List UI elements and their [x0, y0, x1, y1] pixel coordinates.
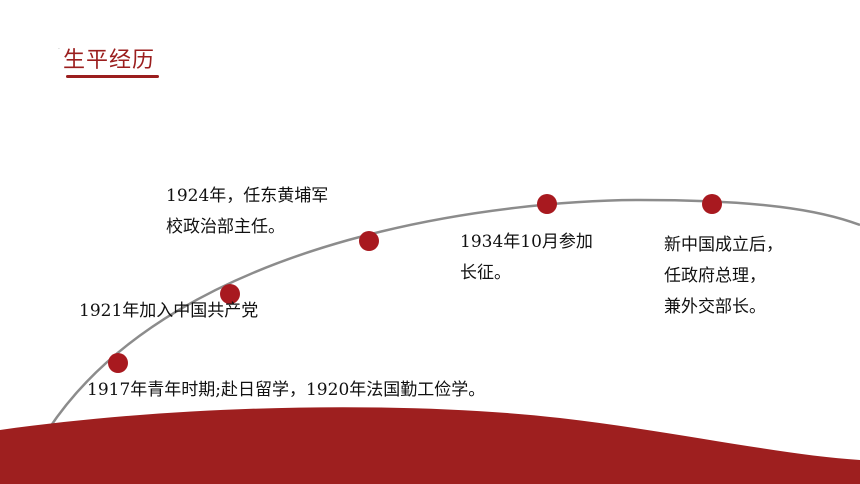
event-line: 1924年，任东黄埔军	[166, 186, 329, 206]
event-1921: 1921年加入中国共产党	[79, 296, 258, 327]
event-1949: 新中国成立后， 任政府总理， 兼外交部长。	[664, 230, 783, 323]
event-line: 校政治部主任。	[166, 217, 285, 237]
event-1917: 1917年青年时期;赴日留学，1920年法国勤工俭学。	[87, 375, 485, 406]
event-line: 1917年青年时期;赴日留学，1920年法国勤工俭学。	[87, 380, 486, 400]
event-line: 新中国成立后，	[664, 235, 783, 255]
corner-mark: ·	[58, 46, 60, 53]
bottom-wave	[0, 407, 860, 484]
timeline-dot-1934	[537, 194, 557, 214]
event-line: 1934年10月参加	[460, 232, 593, 252]
timeline-dot-1924	[359, 231, 379, 251]
event-line: 长征。	[460, 263, 511, 283]
page-title: 生平经历	[63, 48, 156, 73]
event-line: 1921年加入中国共产党	[79, 301, 259, 321]
title-underline	[66, 75, 159, 78]
timeline-dot-1917	[108, 353, 128, 373]
event-1934: 1934年10月参加 长征。	[460, 227, 593, 289]
timeline-dot-1949	[702, 194, 722, 214]
event-1924: 1924年，任东黄埔军 校政治部主任。	[166, 181, 328, 243]
event-line: 任政府总理，	[664, 266, 766, 286]
event-line: 兼外交部长。	[664, 297, 766, 317]
timeline-dot-1921	[220, 284, 240, 304]
